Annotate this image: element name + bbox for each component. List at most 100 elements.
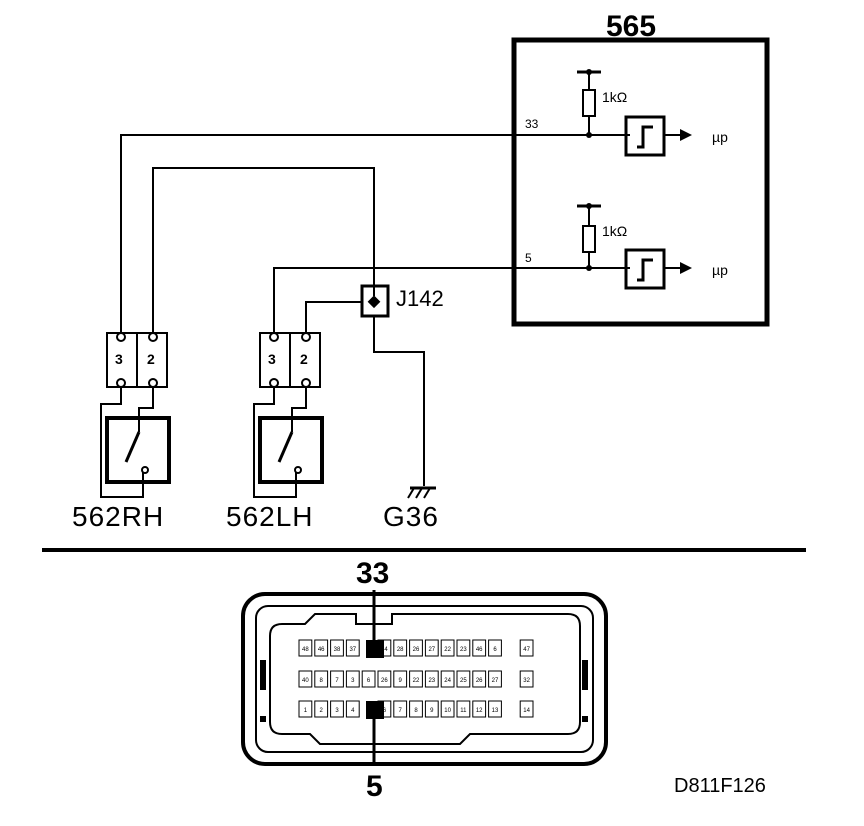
wire-lh-to-j142 <box>305 301 362 335</box>
connector-pin-cell <box>330 639 344 657</box>
rh-pin-3: 3 <box>115 351 123 367</box>
lh-pin-3: 3 <box>268 351 276 367</box>
connector-pin-number: 25 <box>460 678 467 684</box>
drawing-code: D811F126 <box>674 775 766 797</box>
connector-pin-cell <box>377 639 392 657</box>
ecu-565-box <box>511 37 770 327</box>
connector-pin-cell <box>377 700 392 718</box>
connector-pin-number: 22 <box>444 647 451 653</box>
connector-pin-cell <box>472 639 487 657</box>
junction-label: J142 <box>396 286 444 311</box>
connector-pin-cell <box>345 700 360 718</box>
connector-pin-number: 8 <box>320 678 324 684</box>
pin-5-label: 5 <box>525 251 532 265</box>
connector-pin-cell <box>298 639 313 657</box>
switch-rh-label: 562RH <box>72 501 164 532</box>
connector-pin-number: 38 <box>334 647 341 653</box>
connector-pin-cell <box>330 670 344 688</box>
wire-rh-to-j142 <box>152 167 375 335</box>
output-2-label: µp <box>712 262 728 278</box>
connector-pin-number: 22 <box>413 678 420 684</box>
connector-pin-number: 3 <box>335 708 339 714</box>
connector-pin-number: 6 <box>367 678 371 684</box>
connector-pin-cell <box>424 639 439 657</box>
wire-pin5 <box>273 267 630 335</box>
connector-pin-cell <box>393 700 408 718</box>
connector-pin-cell <box>345 639 360 657</box>
connector-pin-cell <box>440 639 455 657</box>
connector-pin-cell <box>519 639 534 657</box>
pin-33-highlight <box>366 640 384 658</box>
connector-pin-number: 6 <box>383 708 387 714</box>
connector-pin-number: 8 <box>414 708 418 714</box>
ecu-label: 565 <box>606 10 656 43</box>
connector-pin-number: 10 <box>444 708 451 714</box>
output-1-label: µp <box>712 129 728 145</box>
connector-pin-cell <box>519 700 534 718</box>
wire-j142-to-ground <box>373 316 425 486</box>
switch-lh-label: 562LH <box>226 501 314 532</box>
pin-33-label: 33 <box>525 117 539 131</box>
connector-pin-number: 32 <box>523 678 530 684</box>
connector-pin-cell <box>330 700 344 718</box>
connector-pin-cell <box>424 700 439 718</box>
connector-pin-cell <box>488 639 502 657</box>
connector-pin-cell <box>440 670 455 688</box>
resistor-2 <box>582 225 596 253</box>
connector-pin-cell <box>409 670 423 688</box>
connector-pin-cell <box>377 670 392 688</box>
connector-pin-number: 28 <box>397 647 404 653</box>
connector-pin-number: 26 <box>476 678 483 684</box>
connector-pin-top-label: 33 <box>356 557 389 590</box>
connector-pin-number: 14 <box>523 708 530 714</box>
connector-pin-cell <box>456 700 471 718</box>
rh-pin-2: 2 <box>147 351 155 367</box>
connector-pin-number: 2 <box>320 708 324 714</box>
connector-pin-number: 13 <box>492 708 499 714</box>
connector-pin-number: 46 <box>318 647 325 653</box>
resistor-1 <box>582 89 596 117</box>
connector-pin-cell <box>314 670 329 688</box>
connector-pin-number: 23 <box>460 647 467 653</box>
connector-pin-number: 26 <box>381 678 388 684</box>
connector-pin-number: 23 <box>428 678 435 684</box>
connector-pin-cell <box>456 639 471 657</box>
connector-pin-cell <box>440 700 455 718</box>
schmitt-trigger-1 <box>624 115 666 157</box>
connector-pin-cell <box>314 700 329 718</box>
connector-pin-number: 48 <box>302 647 309 653</box>
lh-pin-2: 2 <box>300 351 308 367</box>
connector-pin-cell <box>409 639 423 657</box>
connector-pin-number: 4 <box>351 708 355 714</box>
j142-node <box>367 295 381 309</box>
connector-pin-cell <box>488 700 502 718</box>
connector-pin-cell <box>298 700 313 718</box>
connector-pin-cell <box>345 670 360 688</box>
wire-pin33 <box>120 134 630 335</box>
connector-pin-number: 9 <box>430 708 434 714</box>
connector-pin-number: 11 <box>460 708 467 714</box>
connector-pin-number: 37 <box>349 647 356 653</box>
connector-pin-number: 7 <box>335 678 339 684</box>
connector-pin-cell <box>314 639 329 657</box>
connector-pin-cell <box>472 700 487 718</box>
j142-box <box>360 284 390 318</box>
connector-pin-number: 24 <box>444 678 451 684</box>
connector-pin-cell <box>488 670 502 688</box>
resistor-1-label: 1kΩ <box>602 89 627 105</box>
connector-pin-cell <box>424 670 439 688</box>
connector-pin-number: 6 <box>493 647 497 653</box>
connector-pin-bottom-label: 5 <box>366 770 383 803</box>
connector-pin-number: 40 <box>302 678 309 684</box>
connector-pin-number: 12 <box>476 708 483 714</box>
connector-pin-cell <box>298 670 313 688</box>
connector-pin-number: 27 <box>428 647 435 653</box>
connector-pin-cell <box>393 639 408 657</box>
connector-pin-cell <box>361 670 376 688</box>
resistor-2-label: 1kΩ <box>602 223 627 239</box>
connector-pin-cell <box>456 670 471 688</box>
ecu-connector-shell <box>241 592 608 766</box>
connector-pin-number: 27 <box>492 678 499 684</box>
connector-pin-number: 1 <box>304 708 308 714</box>
